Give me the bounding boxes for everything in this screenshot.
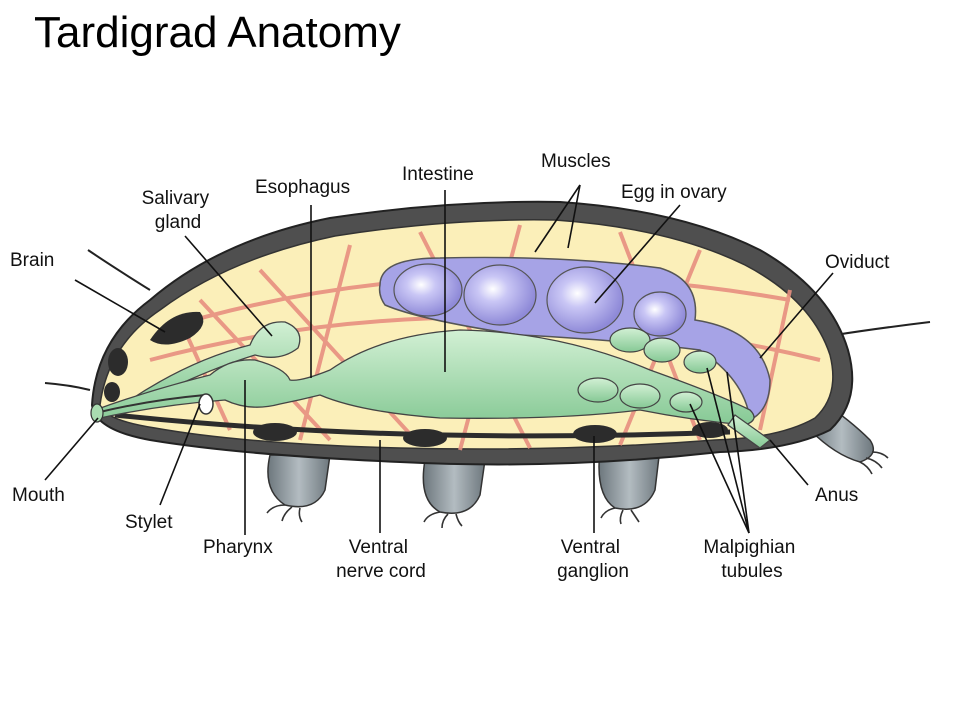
label-ventral-ganglion-line1: Ventral <box>561 537 620 558</box>
brain <box>104 311 204 402</box>
label-ventral-ganglion: Ventral ganglion <box>557 537 629 582</box>
label-salivary-gland-line2: gland <box>155 212 202 233</box>
digestive-tract <box>90 321 772 449</box>
label-ventral-nerve-cord-line2: nerve cord <box>336 561 426 582</box>
label-pharynx: Pharynx <box>203 537 273 558</box>
label-malpighian-tubules-line1: Malpighian <box>703 537 795 558</box>
leader-lines <box>44 184 834 535</box>
legs <box>266 398 889 529</box>
labels: Brain Salivary gland Esophagus Intestine… <box>10 151 890 582</box>
page-title: Tardigrad Anatomy <box>34 8 401 57</box>
label-salivary-gland-line1: Salivary <box>142 188 210 209</box>
label-muscles: Muscles <box>541 151 611 172</box>
leg-2 <box>422 459 486 514</box>
leg-3 <box>598 447 661 510</box>
label-ventral-nerve-cord: Ventral nerve cord <box>336 537 426 582</box>
label-salivary-gland: Salivary gland <box>142 188 215 233</box>
sensory-hairs <box>44 249 931 391</box>
label-ventral-nerve-cord-line1: Ventral <box>349 537 408 558</box>
label-brain: Brain <box>10 250 54 271</box>
label-esophagus: Esophagus <box>255 177 350 198</box>
label-anus: Anus <box>815 485 858 506</box>
label-oviduct: Oviduct <box>825 252 890 273</box>
hindgut <box>727 414 772 449</box>
malpighian-tubules-shape <box>577 327 717 413</box>
label-egg-in-ovary: Egg in ovary <box>621 182 727 203</box>
label-mouth: Mouth <box>12 485 65 506</box>
stylet-shape <box>99 394 206 413</box>
label-stylet: Stylet <box>125 512 173 533</box>
label-intestine: Intestine <box>402 164 474 185</box>
label-malpighian-tubules: Malpighian tubules <box>703 537 800 582</box>
leg-1 <box>267 454 331 508</box>
label-ventral-ganglion-line2: ganglion <box>557 561 629 582</box>
nerve-cord <box>114 412 731 447</box>
claws <box>266 451 889 529</box>
label-malpighian-tubules-line2: tubules <box>721 561 782 582</box>
